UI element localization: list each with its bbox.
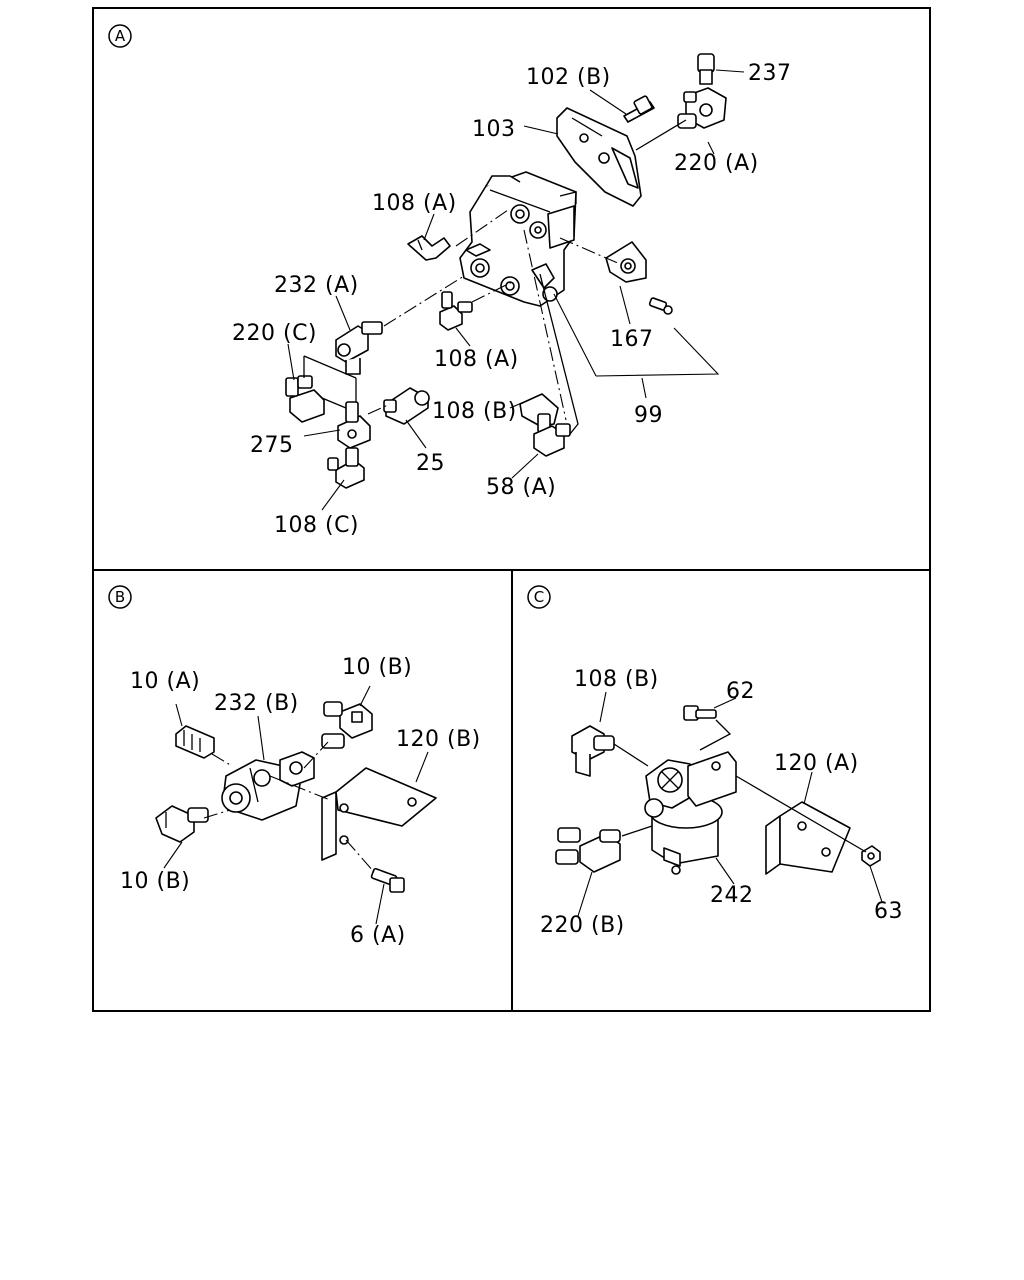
label-99: 99 — [634, 403, 663, 428]
part-275-tee — [337, 401, 371, 449]
part-220c-fitting — [285, 375, 325, 423]
label-220c: 220 (C) — [232, 321, 317, 346]
label-120b: 120 (B) — [396, 727, 481, 752]
panel-c-lines — [577, 691, 883, 917]
panel-a-lines — [303, 119, 687, 435]
svg-text:C: C — [534, 588, 544, 606]
part-237-cap — [697, 53, 715, 85]
part-10a-fitting — [175, 725, 215, 759]
label-120a: 120 (A) — [774, 751, 859, 776]
label-6a: 6 (A) — [350, 923, 406, 948]
svg-text:A: A — [115, 27, 126, 45]
label-10b-top: 10 (B) — [342, 655, 412, 680]
part-102b-bolt — [623, 95, 655, 123]
label-62: 62 — [726, 679, 755, 704]
part-10b-bottom-elbow — [155, 805, 209, 843]
label-220b: 220 (B) — [540, 913, 625, 938]
label-275: 275 — [250, 433, 294, 458]
part-120a-bracket — [765, 801, 851, 875]
part-25-valve — [383, 387, 430, 425]
panel-b-frame — [92, 569, 513, 1012]
part-108a-mid-elbow — [439, 291, 473, 331]
main-valve-body — [459, 171, 577, 307]
label-242: 242 — [710, 883, 754, 908]
label-167: 167 — [610, 327, 654, 352]
label-232b: 232 (B) — [214, 691, 299, 716]
svg-text:B: B — [115, 588, 125, 606]
label-58a: 58 (A) — [486, 475, 556, 500]
part-242-valve — [644, 751, 737, 875]
label-10a: 10 (A) — [130, 669, 200, 694]
label-10b-bottom: 10 (B) — [120, 869, 190, 894]
label-63: 63 — [874, 899, 903, 924]
part-108a-top-elbow — [407, 235, 451, 261]
label-108a-mid: 108 (A) — [434, 347, 519, 372]
panel-b-lines — [163, 685, 429, 925]
part-58a-fitting — [533, 423, 571, 457]
part-99-screw — [648, 297, 673, 315]
part-63-nut — [861, 845, 881, 867]
label-108b-c: 108 (B) — [574, 667, 659, 692]
part-108c-fitting — [327, 447, 365, 489]
part-232b-valve — [221, 751, 315, 821]
label-237: 237 — [748, 61, 792, 86]
label-25: 25 — [416, 451, 445, 476]
label-102b: 102 (B) — [526, 65, 611, 90]
part-120b-bracket — [321, 767, 437, 861]
part-108b-elbow-c — [571, 725, 615, 777]
part-103-bracket — [556, 107, 642, 207]
panel-c-badge: C — [527, 585, 551, 609]
panel-a-leaders — [287, 69, 745, 511]
part-6a-bolt — [370, 867, 405, 893]
panel-c-frame — [511, 569, 931, 1012]
label-220a: 220 (A) — [674, 151, 759, 176]
part-62-bolt — [683, 705, 717, 721]
part-232a-valve — [335, 321, 383, 375]
label-108b: 108 (B) — [432, 399, 517, 424]
label-103: 103 — [472, 117, 516, 142]
part-220a-fitting — [677, 87, 727, 129]
label-108a-top: 108 (A) — [372, 191, 457, 216]
label-232a: 232 (A) — [274, 273, 359, 298]
part-167-bracket — [605, 241, 647, 283]
label-108c: 108 (C) — [274, 513, 359, 538]
part-10b-top-fitting — [321, 701, 373, 749]
part-220b-fitting — [555, 827, 621, 873]
panel-a-badge: A — [108, 24, 132, 48]
panel-b-badge: B — [108, 585, 132, 609]
